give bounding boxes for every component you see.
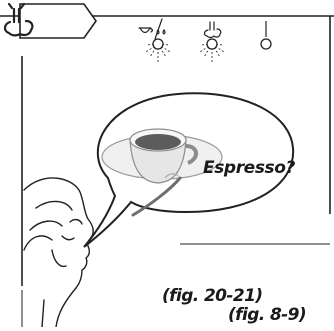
steam-icon bbox=[203, 21, 222, 39]
steam-light bbox=[199, 38, 225, 63]
cup-with-drops-icon bbox=[138, 18, 166, 40]
control-panel bbox=[138, 18, 272, 63]
coffee-light bbox=[145, 38, 171, 63]
speech-bubble-text: Espresso? bbox=[203, 158, 295, 178]
coffee-cup-icon bbox=[101, 128, 223, 217]
figure-reference-2: (fig. 8-9) bbox=[228, 305, 307, 325]
frame-lines bbox=[0, 15, 334, 327]
steam-nozzle-icon bbox=[3, 2, 34, 37]
steam-tab bbox=[3, 2, 97, 39]
figure-reference-1: (fig. 20-21) bbox=[162, 286, 263, 306]
woman-face-icon bbox=[23, 177, 94, 328]
power-light bbox=[260, 38, 272, 50]
